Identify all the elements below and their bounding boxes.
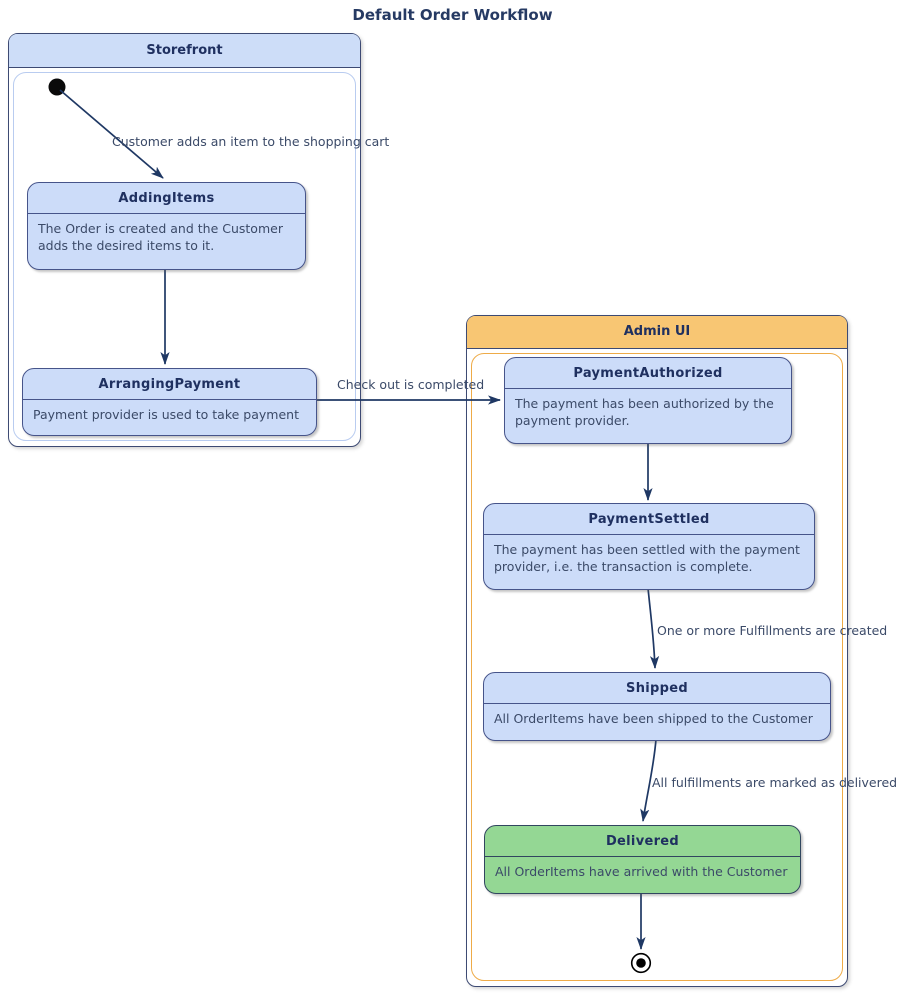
state-addingitems-name: AddingItems bbox=[28, 183, 305, 214]
state-shipped-name: Shipped bbox=[484, 673, 830, 704]
state-arrangingpayment-name: ArrangingPayment bbox=[23, 369, 316, 400]
state-delivered-description: All OrderItems have arrived with the Cus… bbox=[495, 864, 788, 879]
diagram-title: Default Order Workflow bbox=[352, 6, 553, 24]
state-paymentauthorized-name: PaymentAuthorized bbox=[505, 358, 791, 389]
state-delivered: Delivered All OrderItems have arrived wi… bbox=[484, 825, 801, 894]
container-admin-ui-label: Admin UI bbox=[623, 324, 691, 339]
state-addingitems: AddingItems The Order is created and the… bbox=[27, 182, 306, 270]
state-paymentauthorized: PaymentAuthorized The payment has been a… bbox=[504, 357, 792, 444]
state-paymentauthorized-description: The payment has been authorized by the p… bbox=[515, 396, 774, 428]
transition-label-fulfillments-created: One or more Fulfillments are created bbox=[657, 623, 888, 638]
transition-label-add-item: Customer adds an item to the shopping ca… bbox=[112, 134, 390, 149]
state-paymentsettled-name: PaymentSettled bbox=[484, 504, 814, 535]
state-paymentsettled-description: The payment has been settled with the pa… bbox=[494, 542, 800, 574]
state-delivered-name: Delivered bbox=[485, 826, 800, 857]
state-arrangingpayment: ArrangingPayment Payment provider is use… bbox=[22, 368, 317, 436]
state-shipped-description: All OrderItems have been shipped to the … bbox=[494, 711, 813, 726]
state-shipped: Shipped All OrderItems have been shipped… bbox=[483, 672, 831, 741]
state-paymentsettled: PaymentSettled The payment has been sett… bbox=[483, 503, 815, 590]
transition-label-checkout-completed: Check out is completed bbox=[337, 377, 485, 392]
state-arrangingpayment-description: Payment provider is used to take payment bbox=[33, 407, 299, 422]
container-admin-ui-header: Admin UI bbox=[467, 316, 847, 349]
transition-label-marked-delivered: All fulfillments are marked as delivered bbox=[652, 775, 898, 790]
container-storefront-header: Storefront bbox=[9, 34, 360, 68]
state-addingitems-description: The Order is created and the Customer ad… bbox=[38, 221, 283, 253]
container-storefront-label: Storefront bbox=[146, 43, 223, 58]
